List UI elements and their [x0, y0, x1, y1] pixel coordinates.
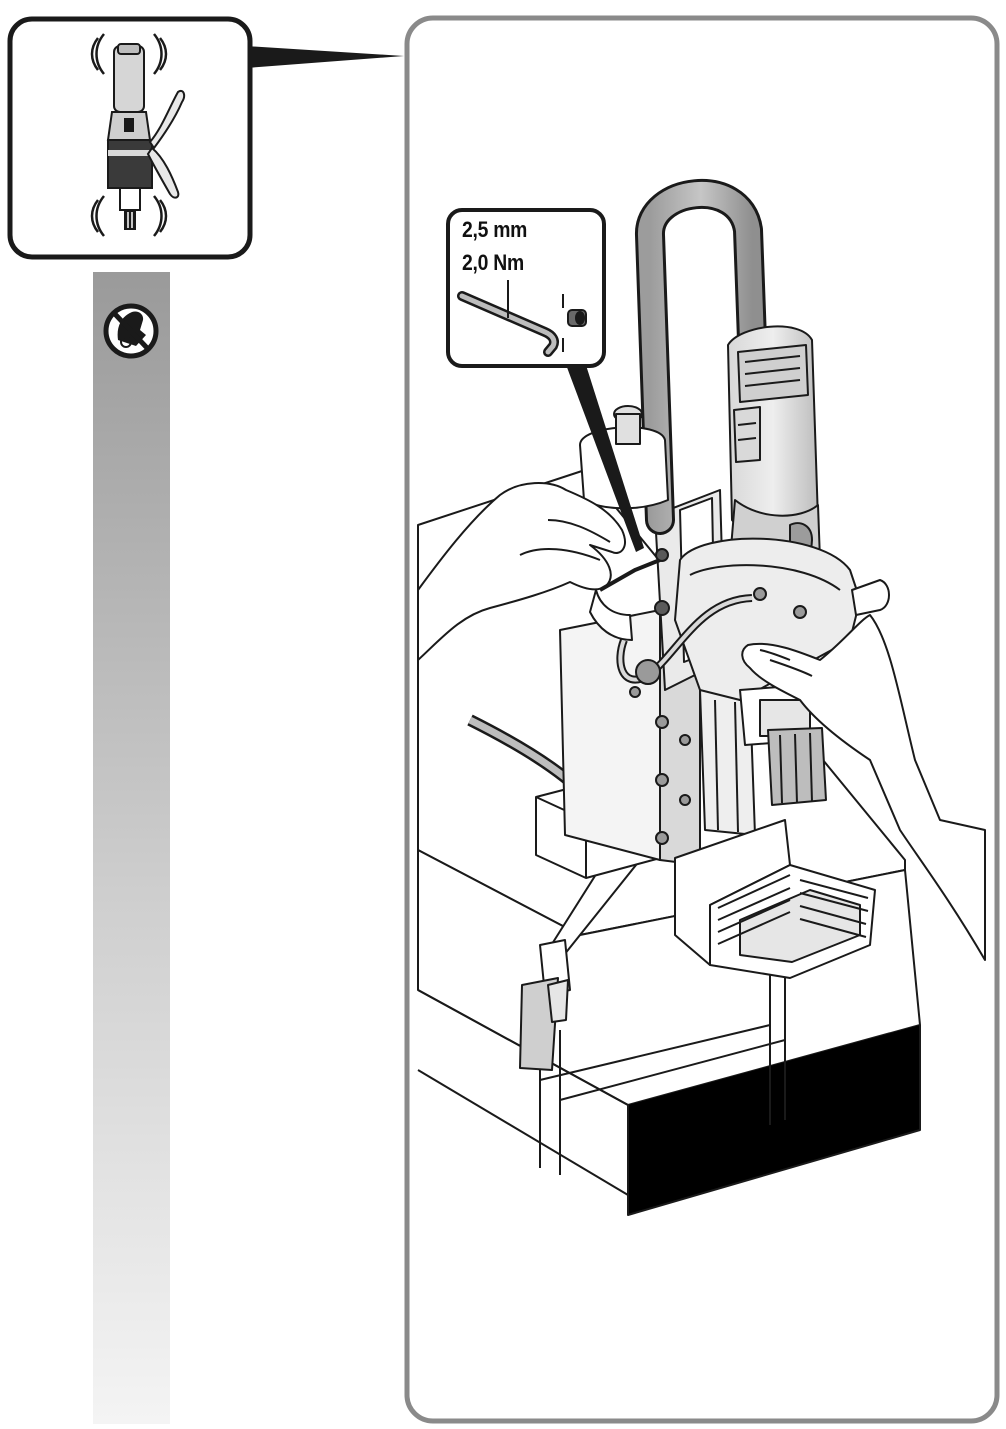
drill-motor — [727, 325, 821, 574]
callout-pointer — [565, 362, 644, 552]
side-bar — [93, 272, 170, 1424]
inset-pointer — [246, 46, 404, 68]
core-drill-bit — [759, 699, 827, 806]
internal-cable — [616, 594, 753, 685]
vibration-drill-icon — [90, 33, 186, 237]
set-screw-icon — [562, 294, 587, 352]
main-frame — [404, 15, 1000, 1424]
vibration-inset — [7, 16, 253, 260]
torque-callout — [446, 208, 606, 368]
hex-key-size-label: 2,5 mm — [462, 217, 528, 242]
tightening-torque-label: 2,0 Nm — [462, 250, 524, 275]
right-hand — [741, 614, 986, 961]
no-hand-contact-icon — [103, 303, 159, 359]
drill-stand-scene — [417, 179, 986, 1216]
chip-guard — [674, 819, 876, 979]
safety-strap — [519, 859, 641, 1071]
hex-key-icon — [457, 280, 559, 357]
left-hand — [417, 482, 669, 661]
carrying-handle — [635, 179, 767, 535]
